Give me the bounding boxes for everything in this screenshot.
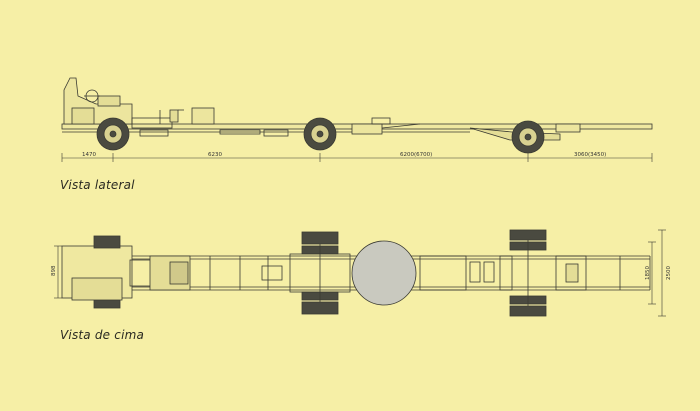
- dim-rear-overhang: 3060(3450): [574, 152, 606, 158]
- side-view-chassis: [61, 77, 653, 141]
- top-wheel-rear-left: [509, 229, 547, 241]
- top-view-caption: Vista de cima: [60, 328, 145, 342]
- side-wheel-rear: [511, 120, 545, 154]
- top-wheel-front-left: [93, 235, 121, 249]
- top-view-chassis: [61, 229, 651, 317]
- side-dimension-line: [61, 153, 653, 162]
- articulation-turntable: [351, 240, 417, 306]
- dim-front-track: 898: [51, 265, 57, 276]
- dim-wheelbase-2: 6200(6700): [400, 152, 432, 158]
- side-wheel-front: [96, 117, 130, 151]
- dim-wheelbase-1: 6230: [208, 152, 222, 158]
- top-wheel-middle-right: [301, 301, 339, 315]
- top-dimension-lines: [54, 229, 666, 317]
- side-wheel-middle: [303, 117, 337, 151]
- driver-seat: [97, 95, 121, 107]
- top-wheel-rear-right: [509, 305, 547, 317]
- dim-rear-track: 1850: [645, 266, 651, 280]
- dim-overall-width: 2500: [666, 266, 672, 280]
- dim-front-overhang: 1470: [82, 152, 96, 158]
- side-view-caption: Vista lateral: [60, 178, 135, 192]
- top-wheel-middle-left: [301, 231, 339, 245]
